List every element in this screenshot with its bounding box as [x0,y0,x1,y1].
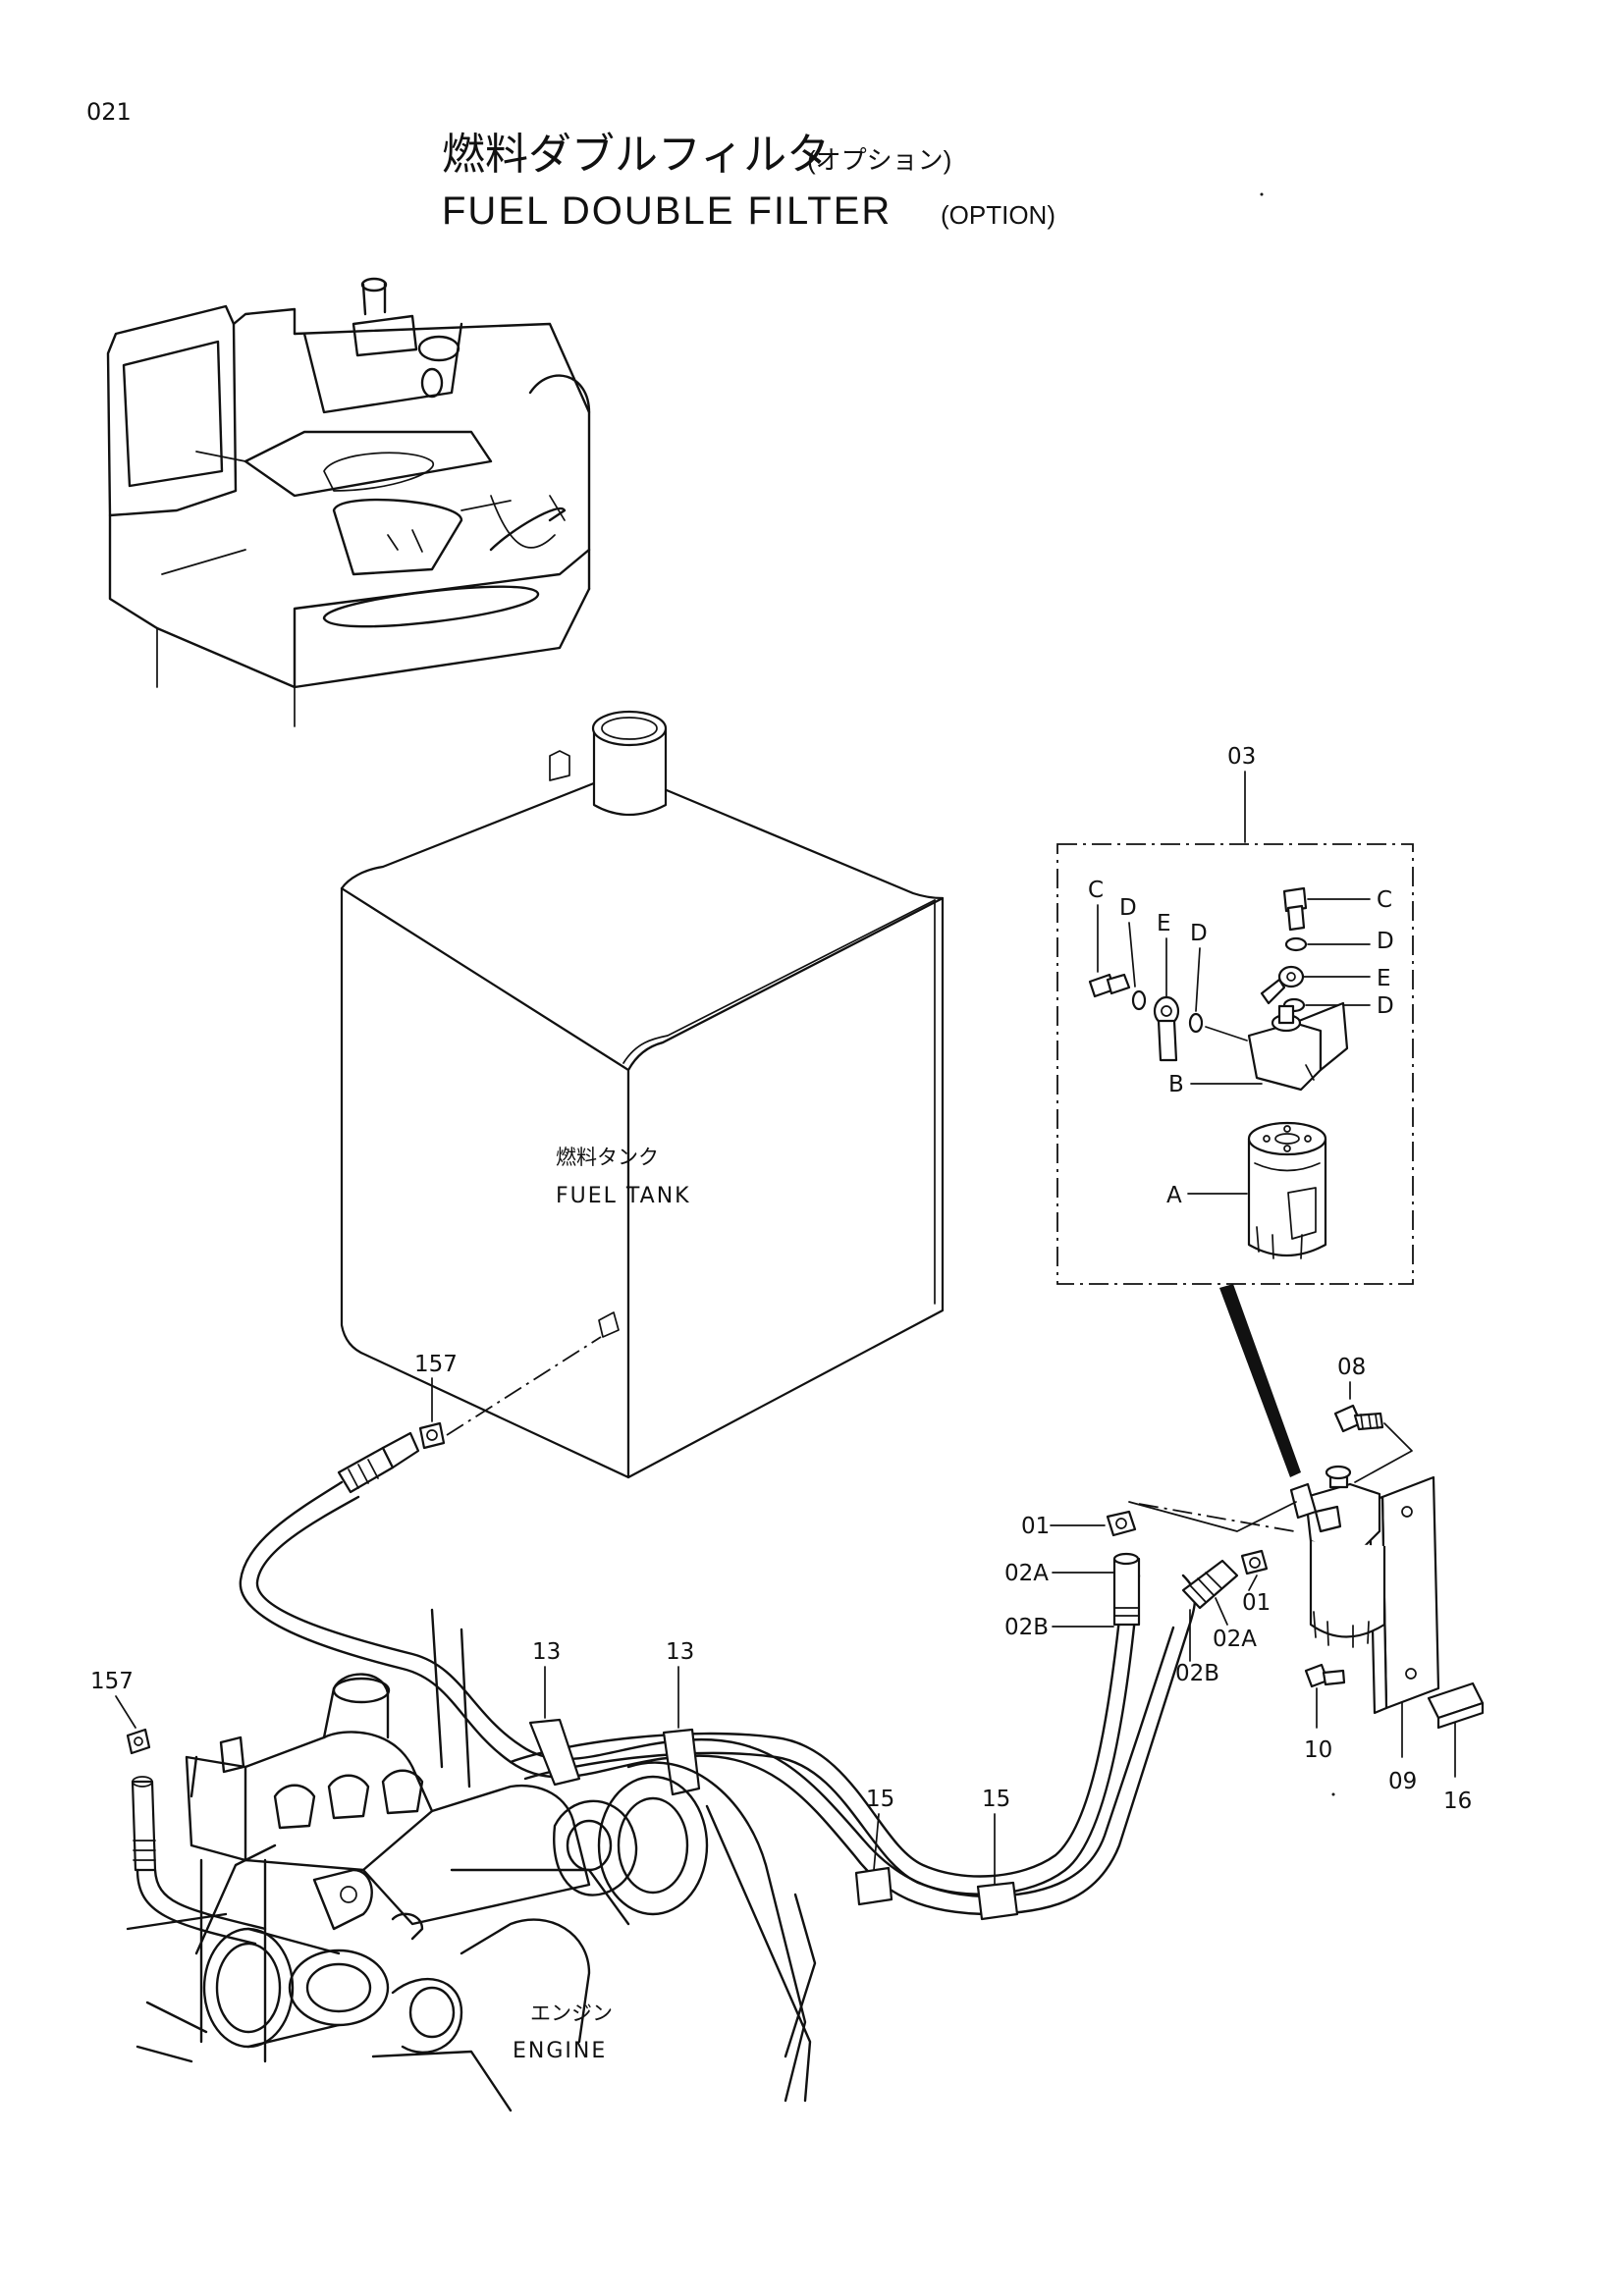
kit-letter-d-right-2: D [1377,993,1394,1019]
leader-01-right [1248,1575,1258,1591]
callout-03: 03 [1227,744,1256,770]
engine-drawing [126,1608,817,2112]
callout-01-right: 01 [1242,1590,1271,1616]
title-jp: 燃料ダブルフィルタ [442,131,830,179]
leader-157-engine [115,1695,136,1729]
speck-mark [1331,1792,1335,1796]
title-jp-sub: (オプション) [807,145,951,175]
leader-01-to-head [1128,1501,1297,1532]
hose-clamp-13-b [662,1728,701,1796]
callout-01-left: 01 [1021,1514,1050,1539]
hose-clamp-157-engine [126,1728,151,1755]
kit-letter-d-left-1: D [1119,895,1137,921]
kit-letter-c-left: C [1088,878,1104,903]
kit-left-leaders [1097,904,1201,1012]
engine-jp-label: エンジン [530,2002,613,2025]
dashed-connection-01 [1138,1503,1295,1532]
kit-letter-e-right: E [1377,966,1391,991]
title-en-sub: (OPTION) [941,200,1055,230]
callout-15-b: 15 [982,1787,1010,1812]
callout-08: 08 [1337,1355,1366,1380]
callout-09: 09 [1388,1769,1417,1794]
kit-left-pointer [1205,1026,1248,1041]
callout-02b-right: 02B [1175,1661,1219,1686]
callout-15-a: 15 [866,1787,894,1812]
spacer-block-16 [1427,1682,1485,1730]
hose-clamp-01-right [1240,1549,1269,1575]
hose-clamp-13-a [528,1718,581,1787]
callout-157-engine: 157 [90,1669,134,1694]
tank-drain-leader [446,1336,602,1436]
kit-letter-d-right-1: D [1377,929,1394,954]
engine-en-label: ENGINE [513,2039,607,2063]
filter-cartridge-a [1247,1121,1327,1259]
kit-letter-d-left-2: D [1190,921,1208,946]
washer-d-left-2 [1188,1012,1204,1034]
hose-clamp-15-a [854,1866,893,1906]
speck-mark [1260,192,1264,196]
callout-02a-left: 02A [1004,1561,1049,1586]
bolt-10 [1304,1663,1346,1688]
filter-head-b [1247,1001,1349,1092]
fuel-tank-en-label: FUEL TANK [556,1184,691,1208]
hose-clamp-157-tank [418,1421,446,1450]
banjo-bolt-c-right [1282,886,1308,932]
fuel-tank-drawing: 燃料タンク FUEL TANK [340,710,945,1479]
washer-d-left-1 [1131,989,1147,1011]
banjo-bolt-c-left [1088,973,1131,998]
kit-letter-e-left: E [1157,911,1171,936]
kit-03-boundary [1056,843,1414,1285]
engine-inlet-pipe [131,1776,267,1946]
kit-to-assembly-pointer [1219,1284,1301,1477]
filter-assembly [1289,1465,1440,1715]
banjo-fitting-e-right [1260,965,1305,1005]
machine-overview-drawing [106,277,591,727]
title-en: FUEL DOUBLE FILTER [442,189,892,233]
hose-clamp-15-b [976,1881,1019,1921]
leader-02a-right [1215,1597,1228,1626]
callout-13-a: 13 [532,1639,561,1665]
leader-15-a [873,1813,880,1871]
hose-end-fitting-tank [337,1431,420,1494]
hose-clamp-01-left [1106,1510,1137,1537]
callout-13-b: 13 [666,1639,694,1665]
callout-157-tank: 157 [414,1352,458,1377]
kit-letter-b: B [1168,1072,1184,1097]
hose-end-fitting-02-left [1112,1552,1141,1627]
leader-08-to-bracket [1354,1422,1413,1483]
page-number: 021 [86,98,132,126]
banjo-fitting-e-left [1153,995,1180,1062]
callout-16: 16 [1443,1789,1472,1814]
bolt-08 [1333,1404,1384,1433]
fuel-tank-jp-label: 燃料タンク [556,1146,659,1169]
washer-d-right-1 [1284,936,1308,952]
hose-end-fitting-02-right [1181,1559,1239,1610]
kit-letter-a: A [1166,1183,1182,1208]
callout-10: 10 [1304,1737,1332,1763]
callout-02b-left: 02B [1004,1615,1049,1640]
callout-02a-right: 02A [1213,1627,1257,1652]
kit-letter-c-right: C [1377,887,1392,913]
